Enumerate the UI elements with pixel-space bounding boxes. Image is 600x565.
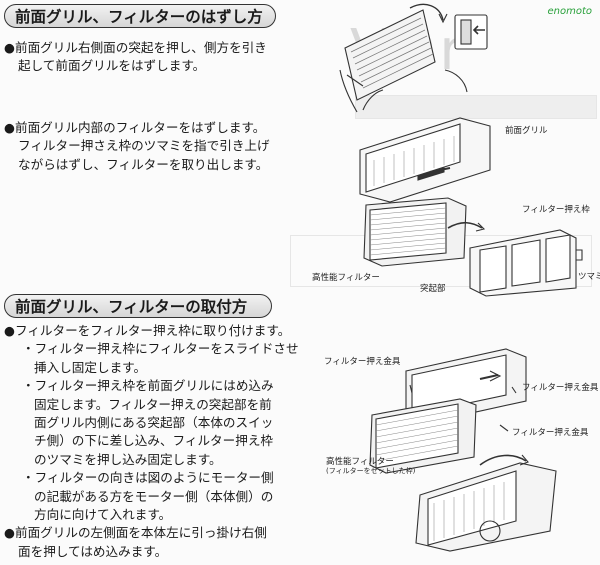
section1-step2: ●前面グリル内部のフィルターをはずします。 フィルター押さえ枠のツマミを指で引き… [4,119,270,174]
outro-line1: ●前面グリルの左側面を本体左に引っ掛け右側 [4,525,267,541]
section2-intro: ●フィルターをフィルター押え枠に取り付けます。 [4,323,291,338]
label-knob: ツマミ [578,272,600,282]
step1-line2: 起して前面グリルをはずします。 [18,58,206,74]
section1-title: 前面グリル、フィルターのはずし方 [4,4,276,28]
label-bracket-right1: フィルター押え金具 [522,383,599,393]
step2-line2: フィルター押さえ枠のツマミを指で引き上げ [18,138,270,154]
section1-step1: ●前面グリル右側面の突起を押し、側方を引き 起して前面グリルをはずします。 [4,39,267,76]
label-bracket-left: フィルター押え金具 [324,357,401,367]
sub3-line1: ・フィルターの向きは図のようにモーター側 [22,470,274,486]
outro-line2: 面を押してはめ込みます。 [18,543,168,559]
sub3-line3: 方向に向けて入れます。 [34,507,172,523]
sub2-line2: 固定します。フィルター押えの突起部を前 [34,396,272,412]
step2-line1: ●前面グリル内部のフィルターをはずします。 [4,120,266,135]
section2-title: 前面グリル、フィルターの取付方 [4,294,272,318]
sub2-line3: 面グリル内側にある突起部（本体のスイッ [34,415,274,431]
sub1-line1: ・フィルター押え枠にフィルターをスライドさせ [22,341,299,357]
sub2-line1: ・フィルター押え枠を前面グリルにはめ込み [22,378,274,394]
label-front-grill: 前面グリル [505,126,548,136]
step2-line3: ながらはずし、フィルターを取り出します。 [18,156,269,172]
grill-removal-illustration [339,3,488,113]
sub2-line5: のツマミを押し込み固定します。 [34,451,222,467]
section2-instructions: ●フィルターをフィルター押え枠に取り付けます。 ・フィルター押え枠にフィルターを… [4,322,299,561]
label-protrusion: 突起部 [420,284,446,294]
watermark-text: enomoto [547,6,592,17]
filter-removal-illustration [359,117,583,297]
label-hepa-filter: 高性能フィルター [312,273,380,283]
label-bracket-right2: フィルター押え金具 [512,428,589,438]
bleed-through-bar [355,95,597,119]
sub2-line4: チ側）の下に差し込み、フィルター押え枠 [34,433,274,449]
sub3-line2: の記載がある方をモーター側（本体側）の [34,488,274,504]
step1-line1: ●前面グリル右側面の突起を押し、側方を引き [4,40,267,55]
sub1-line2: 挿入し固定します。 [34,359,147,375]
label-hepa-filter-2: 高性能フィルター [326,457,394,467]
filter-install-illustration [369,348,557,552]
label-hepa-filter-note: (フィルターをセットした枠) [326,467,416,475]
label-filter-frame: フィルター押え枠 [522,205,590,215]
